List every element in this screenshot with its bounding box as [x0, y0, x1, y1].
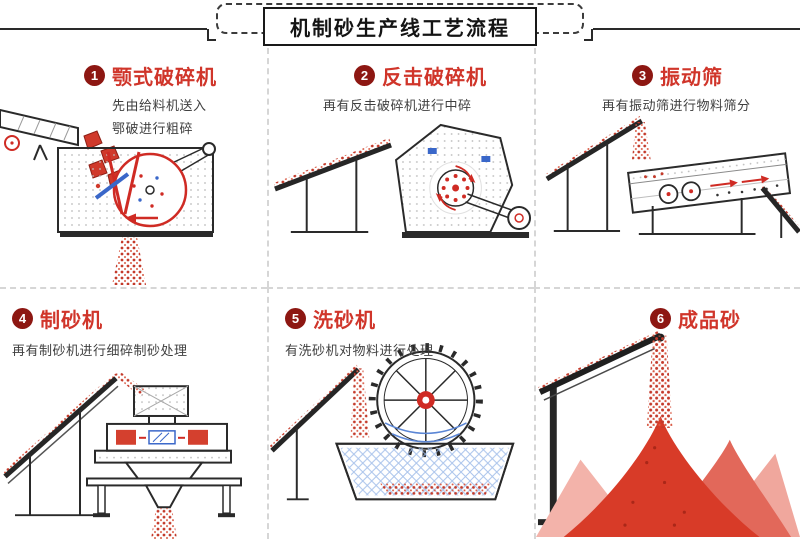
step-number-badge: 1 — [84, 65, 105, 86]
feed-conveyor — [3, 373, 119, 517]
feed-conveyor — [273, 138, 392, 233]
step-number-badge: 6 — [650, 308, 671, 329]
impact-crusher-illustration — [273, 123, 532, 238]
sand-piles — [536, 415, 800, 538]
screen-deck — [627, 152, 792, 214]
step-title: 制砂机 — [40, 310, 103, 332]
step-number-badge: 4 — [12, 308, 33, 329]
step-heading: 3 振动筛 — [632, 61, 723, 90]
step-heading: 1 颚式破碎机 — [84, 61, 217, 90]
step-finished-sand: 6 成品砂 — [534, 287, 800, 539]
feed-conveyor — [545, 116, 644, 232]
top-rule-right — [593, 28, 800, 30]
machine-base — [401, 232, 530, 238]
feed-conveyor — [269, 364, 361, 501]
sand-output-stream — [151, 508, 177, 539]
step-number-badge: 2 — [354, 65, 375, 86]
step-jaw-crusher: 1 颚式破碎机 先由给料机送入 鄂破进行粗碎 — [0, 48, 267, 287]
step-title: 振动筛 — [660, 67, 723, 89]
step-title: 洗砂机 — [313, 310, 376, 332]
top-rule-hook-right — [584, 29, 593, 41]
step-heading: 4 制砂机 — [12, 304, 103, 333]
machine-body — [86, 385, 242, 518]
crusher-body — [57, 142, 216, 237]
process-grid: 1 颚式破碎机 先由给料机送入 鄂破进行粗碎 — [0, 48, 800, 539]
top-rule-left — [0, 28, 207, 30]
top-rule-hook-left — [207, 29, 216, 41]
step-heading: 6 成品砂 — [650, 304, 741, 333]
step-heading: 5 洗砂机 — [285, 304, 376, 333]
step-description: 再有反击破碎机进行中碎 — [323, 98, 472, 113]
vibrating-screen-illustration — [545, 116, 800, 238]
step-number-badge: 3 — [632, 65, 653, 86]
step-impact-crusher: 2 反击破碎机 再有反击破碎机进行中碎 — [267, 48, 534, 287]
step-vibrating-screen: 3 振动筛 再有振动筛进行物料筛分 — [534, 48, 800, 287]
step-number-badge: 5 — [285, 308, 306, 329]
screen-legs — [638, 198, 756, 235]
step-title: 颚式破碎机 — [112, 67, 217, 89]
step-description: 再有振动筛进行物料筛分 — [602, 98, 751, 113]
feed-stream — [631, 122, 651, 160]
jaw-crusher-illustration — [0, 108, 216, 285]
settled-sand — [380, 483, 492, 496]
falling-sand-stream — [646, 335, 673, 428]
crusher-housing — [394, 123, 514, 233]
step-heading: 2 反击破碎机 — [354, 61, 487, 90]
step-title: 成品砂 — [678, 310, 741, 332]
step-sand-maker: 4 制砂机 再有制砂机进行细碎制砂处理 — [0, 287, 267, 539]
crushed-output-stream — [112, 237, 146, 285]
basin-outline — [335, 442, 515, 501]
drive-wheel — [465, 193, 532, 230]
step-description: 再有制砂机进行细碎制砂处理 — [12, 343, 188, 358]
sand-washer-illustration — [269, 343, 515, 501]
sand-maker-illustration — [3, 372, 242, 539]
step-title: 反击破碎机 — [382, 67, 487, 89]
feed-stream — [350, 368, 370, 438]
step-description: 先由给料机送入 鄂破进行粗碎 — [112, 98, 207, 136]
step-description: 有洗砂机对物料进行处理 — [285, 343, 434, 358]
discharge-conveyor — [760, 183, 800, 238]
step-sand-washer: 5 洗砂机 有洗砂机对物料进行处理 — [267, 287, 534, 539]
feeder — [0, 108, 79, 161]
page-title: 机制砂生产线工艺流程 — [263, 7, 537, 46]
finished-sand-illustration — [536, 330, 800, 538]
